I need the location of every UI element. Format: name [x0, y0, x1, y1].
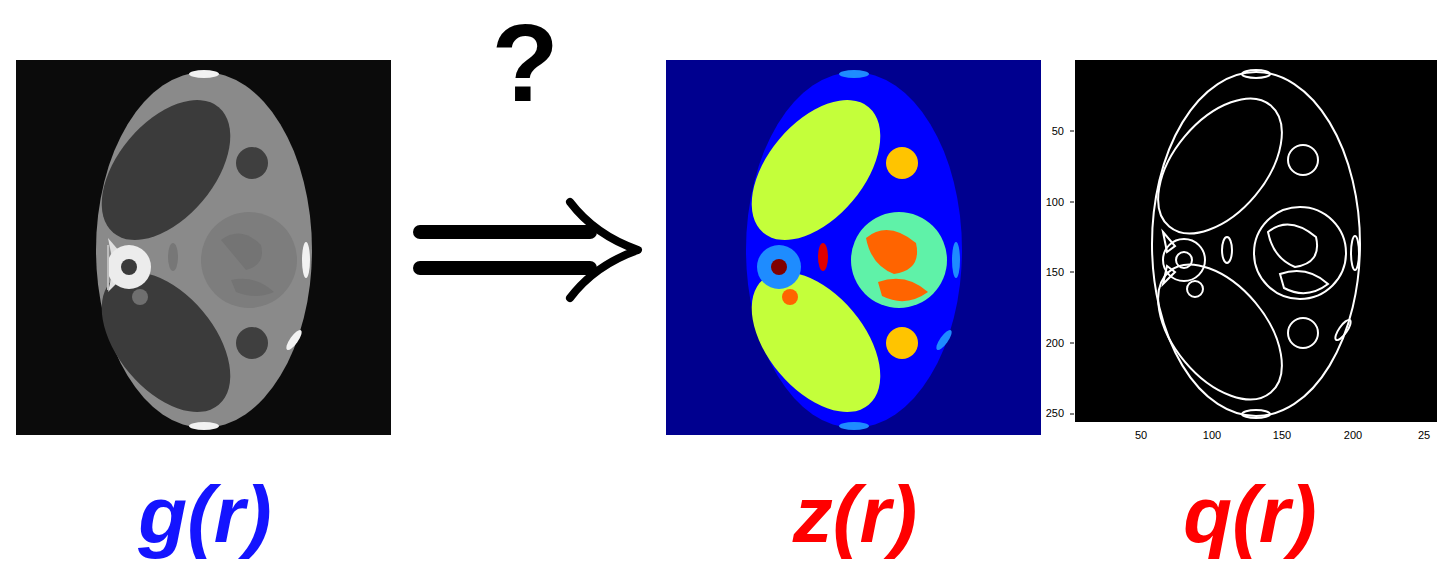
segmentation-map — [665, 60, 1042, 435]
axis-tick-label: 150 — [1046, 267, 1064, 278]
grayscale-phantom — [16, 60, 391, 435]
axis-ticks — [1066, 56, 1442, 426]
image-label: z(r) — [793, 475, 917, 555]
contour-map — [1070, 60, 1442, 422]
image-label: q(r) — [1183, 475, 1316, 555]
axis-tick-label: 50 — [1052, 126, 1064, 137]
question-mark: ? — [491, 8, 558, 118]
axis-tick-label: 100 — [1046, 197, 1064, 208]
axis-tick-label: 250 — [1046, 408, 1064, 419]
axis-tick-label: 100 — [1203, 430, 1221, 441]
double-arrow — [410, 190, 650, 310]
image-label: g(r) — [138, 475, 271, 555]
axis-tick-label: 50 — [1135, 430, 1147, 441]
axis-tick-label: 200 — [1046, 338, 1064, 349]
axis-tick-label: 25 — [1418, 430, 1430, 441]
axis-tick-label: 150 — [1273, 430, 1291, 441]
axis-tick-label: 200 — [1344, 430, 1362, 441]
